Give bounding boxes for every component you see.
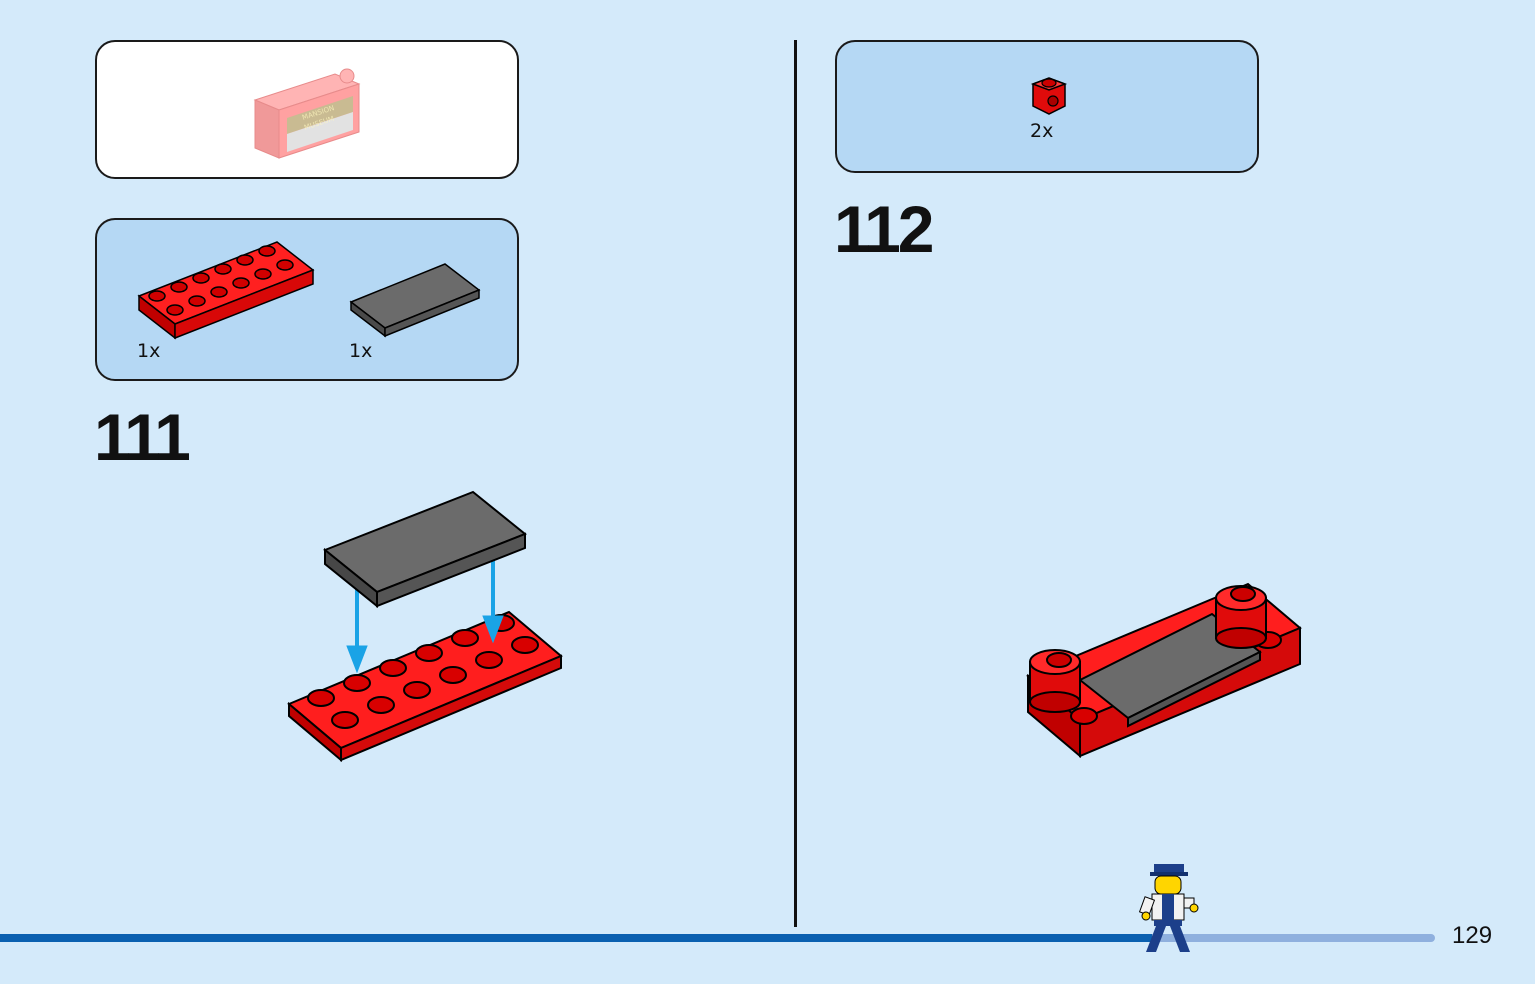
- red-round-brick-1x1-icon: [1030, 77, 1068, 115]
- red-plate-2x6-icon: [287, 610, 563, 763]
- page-divider: [794, 40, 797, 927]
- part-quantity: 2x: [1030, 120, 1054, 142]
- step-111-assembly-illustration: [287, 490, 563, 763]
- step-number-112: 112: [834, 192, 934, 266]
- police-officer-minifigure-icon: [1138, 864, 1199, 952]
- progress-bar-fill: [0, 934, 1152, 942]
- previous-assembly-icon: MANSION MUSEUM: [253, 68, 361, 159]
- red-round-brick-1x1-icon: [1029, 649, 1081, 713]
- parts-panel-step-111: 1x 1x: [95, 218, 519, 381]
- dark-gray-tile-2x4-icon: [349, 263, 481, 338]
- red-round-brick-1x1-icon: [1215, 585, 1267, 649]
- dark-gray-tile-2x4-icon: [323, 490, 527, 609]
- progress-bar: [0, 934, 1435, 942]
- part-quantity: 1x: [349, 340, 373, 362]
- step-number-111: 111: [94, 400, 191, 474]
- part-quantity: 1x: [137, 340, 161, 362]
- red-plate-2x6-icon: [137, 241, 315, 340]
- preview-panel: MANSION MUSEUM: [95, 40, 519, 179]
- placement-arrow-icon: [346, 560, 504, 674]
- parts-panel-step-112: 2x: [835, 40, 1259, 173]
- page-number: 129: [1452, 922, 1493, 949]
- step-112-assembly-illustration: [1026, 582, 1302, 759]
